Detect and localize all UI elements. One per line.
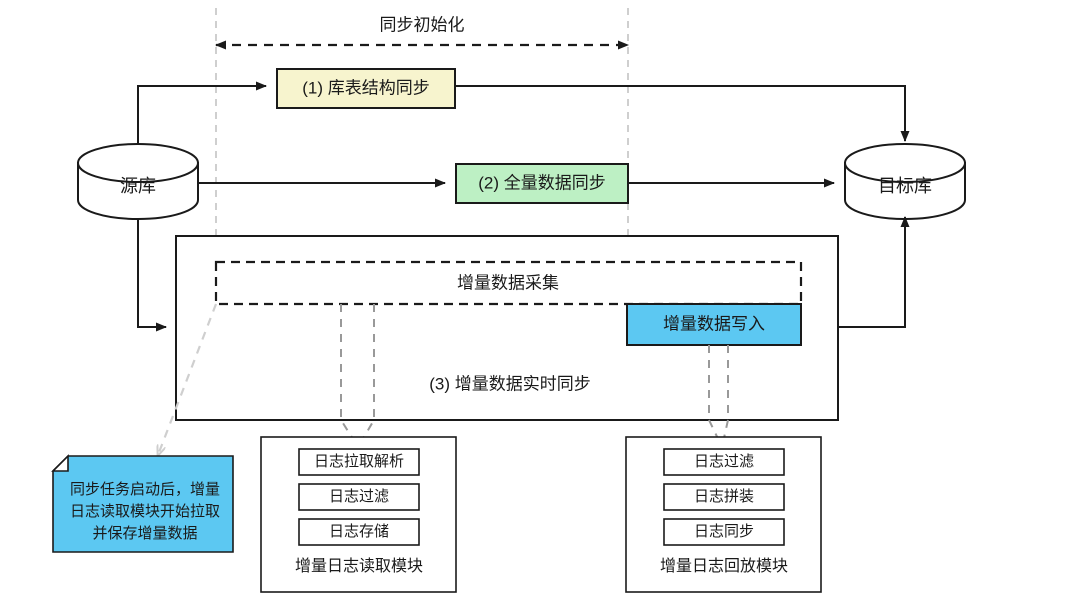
replay-item-2-box xyxy=(663,518,785,546)
reader-item-0-box xyxy=(298,448,420,476)
incremental-write-label: 增量数据写入 xyxy=(663,314,765,333)
step1-label: (1) 库表结构同步 xyxy=(302,78,430,97)
connector-capture-to-note xyxy=(158,303,218,455)
target-database-label: 目标库 xyxy=(878,176,932,196)
incremental-data-write: 增量数据写入 xyxy=(626,303,802,346)
edge-step1-to-target xyxy=(455,85,910,142)
incremental-data-capture: 增量数据采集 xyxy=(214,260,803,306)
replay-item-0-box xyxy=(663,448,785,476)
source-database: 源库 xyxy=(77,143,199,220)
note-line-3: 并保存增量数据 xyxy=(92,525,197,542)
replay-item-2-label: 日志同步 xyxy=(694,523,754,540)
edge-step3-to-target xyxy=(838,216,910,328)
edge-source-to-step1 xyxy=(137,81,267,144)
note-line-2: 日志读取模块开始拉取 xyxy=(70,503,220,520)
reader-item-2-label: 日志存储 xyxy=(329,523,389,540)
incremental-capture-label: 增量数据采集 xyxy=(457,273,559,292)
replay-item-1-label: 日志拼装 xyxy=(694,488,754,505)
reader-item-1-box xyxy=(298,483,420,511)
module-incremental-log-replay: 日志过滤 日志拼装 日志同步 增量日志回放模块 xyxy=(625,436,822,593)
module-incremental-log-reader: 日志拉取解析 日志过滤 日志存储 增量日志读取模块 xyxy=(260,436,457,593)
note-line-1: 同步任务启动后，增量 xyxy=(70,481,220,498)
source-database-label: 源库 xyxy=(120,176,156,196)
reader-item-0-label: 日志拉取解析 xyxy=(314,453,404,470)
replay-module-caption: 增量日志回放模块 xyxy=(660,557,788,575)
target-database: 目标库 xyxy=(844,143,966,220)
replay-item-0-label: 日志过滤 xyxy=(694,453,754,470)
reader-item-1-label: 日志过滤 xyxy=(329,488,389,505)
reader-item-2-box xyxy=(298,518,420,546)
note-callout: 同步任务启动后，增量 日志读取模块开始拉取 并保存增量数据 xyxy=(51,454,234,553)
step2-full-data-sync: (2) 全量数据同步 xyxy=(455,163,629,204)
reader-module-caption: 增量日志读取模块 xyxy=(295,557,423,575)
edge-source-to-step3 xyxy=(137,219,167,332)
step1-schema-sync: (1) 库表结构同步 xyxy=(276,68,456,109)
sync-init-label: 同步初始化 xyxy=(380,15,465,34)
step2-label: (2) 全量数据同步 xyxy=(478,173,606,192)
step3-realtime-incremental-sync: (3) 增量数据实时同步 xyxy=(175,235,839,421)
replay-item-1-box xyxy=(663,483,785,511)
step3-label: (3) 增量数据实时同步 xyxy=(429,374,591,393)
